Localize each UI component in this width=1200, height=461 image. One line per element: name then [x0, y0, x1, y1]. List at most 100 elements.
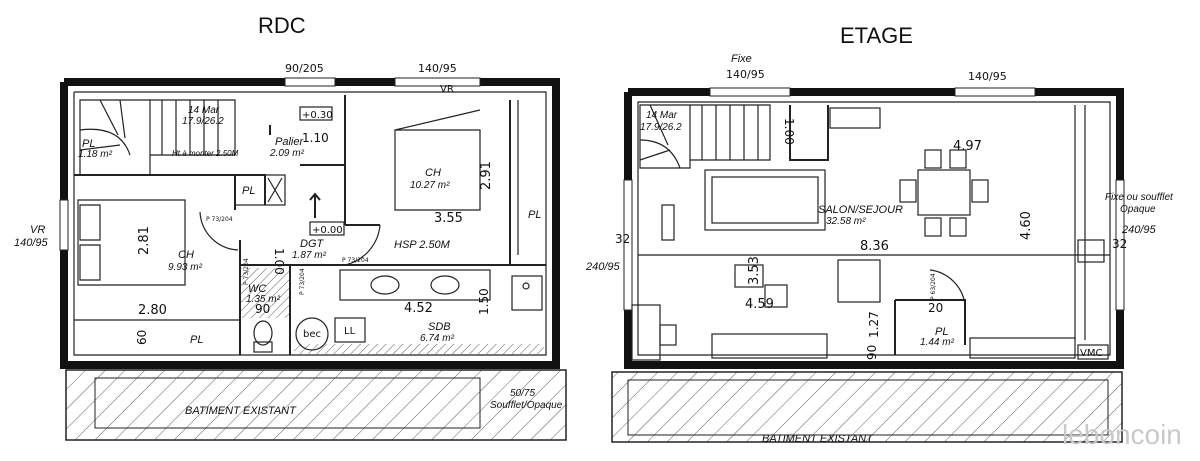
etage-stair-label: 14 Mar — [646, 110, 678, 121]
rdc-closet-wall — [509, 100, 546, 266]
rdc-title: RDC — [258, 13, 306, 38]
etage-vmc-box — [1077, 344, 1109, 360]
rdc-ch2: CH — [178, 249, 194, 261]
etage-dim-459: 4.59 — [745, 297, 774, 312]
etage-dim-836: 8.36 — [860, 239, 889, 254]
rdc-ch1-wall — [300, 95, 380, 226]
rdc-window-top-left-dim: 90/205 — [285, 62, 324, 75]
rdc-sink-1 — [370, 275, 400, 295]
watermark: leboncoin — [1062, 419, 1182, 450]
etage-sofa — [704, 169, 826, 231]
rdc-bec: bec — [303, 329, 321, 340]
rdc-ch1: CH — [425, 167, 441, 179]
rdc-dim-291: 2.91 — [479, 161, 494, 190]
etage-fixe-right: Fixe ou soufflet — [1105, 192, 1174, 203]
etage-fixe: Fixe — [731, 53, 752, 65]
etage-tv-unit — [837, 259, 881, 303]
etage-salon: SALON/SEJOUR — [818, 204, 903, 216]
etage-dim-90: 90 — [865, 345, 879, 360]
rdc-palier-area: 2.09 m² — [269, 148, 305, 159]
etage-dim-32-right: 32 — [1112, 237, 1127, 251]
rdc-soufflet-dim: 50/75 — [510, 388, 535, 399]
etage-window-left-dim: 240/95 — [585, 261, 621, 273]
rdc-bed-2 — [77, 199, 186, 286]
etage-stair-dims: 17.9/26.2 — [640, 122, 682, 133]
rdc-inner-wall-line — [73, 91, 547, 356]
etage-dim-497: 4.97 — [953, 139, 982, 154]
rdc-window-left — [59, 199, 69, 251]
rdc-pl-stair-area: 1.18 m² — [78, 149, 113, 160]
rdc-ll: LL — [344, 326, 356, 337]
etage-window-top-right — [954, 87, 1036, 97]
rdc-dgt-area: 1.87 m² — [292, 250, 327, 261]
etage-vmc: VMC — [1080, 348, 1102, 359]
rdc-level-000: +0.00 — [312, 225, 343, 236]
etage-window-top-left — [709, 87, 791, 97]
etage-dining-table — [899, 149, 989, 237]
etage-bati: BATIMENT EXISTANT — [762, 433, 874, 445]
rdc-dim-90: 90 — [255, 302, 270, 316]
rdc-door-p73-4: P 73/204 — [299, 268, 306, 295]
rdc-pl-ch2: PL — [242, 185, 255, 197]
rdc-soufflet: Soufflet/Opaque — [490, 400, 563, 411]
etage-dim-32-left: 32 — [615, 232, 630, 246]
etage-pl-area: 1.44 m² — [920, 337, 955, 348]
rdc-dim-280: 2.80 — [138, 303, 167, 318]
etage-inner-wall-line — [637, 101, 1111, 356]
etage-plan: ETAGE Fixe 140/95 140/95 14 Mar 17.9/26.… — [585, 23, 1174, 445]
rdc-level-000-box — [309, 221, 345, 236]
rdc-vr-left: VR — [30, 224, 45, 236]
rdc-window-left-dim: 140/95 — [14, 237, 49, 249]
rdc-dim-452: 4.52 — [404, 301, 433, 316]
rdc-arrow — [309, 192, 321, 218]
etage-desk — [631, 304, 661, 361]
rdc-window-top — [394, 77, 481, 87]
rdc-ht-monter: Ht à monter 2.50M — [172, 149, 239, 158]
etage-opaque-right: Opaque — [1120, 204, 1156, 215]
rdc-door-top — [284, 77, 336, 87]
etage-salon-area: 32.58 m² — [826, 216, 866, 227]
etage-title: ETAGE — [840, 23, 913, 48]
etage-door-p63: P 63/204 — [930, 273, 937, 300]
rdc-vr-top: VR — [440, 84, 454, 95]
rdc-door-swing-ch2 — [199, 211, 239, 251]
etage-window-left — [623, 179, 633, 311]
rdc-toilet — [253, 320, 273, 346]
rdc-dim-150: 1.50 — [477, 288, 491, 315]
rdc-door-swing-ch1 — [344, 224, 381, 266]
etage-armchair — [734, 264, 764, 288]
rdc-window-top-right-dim: 140/95 — [418, 62, 457, 75]
rdc-shower — [511, 275, 543, 311]
rdc-sink-2 — [430, 275, 460, 295]
etage-window-top-left-dim: 140/95 — [726, 68, 765, 81]
etage-pl-wall — [894, 299, 966, 355]
etage-side-table — [661, 204, 675, 241]
rdc-wc-area: 1.35 m² — [246, 294, 281, 305]
etage-window-right — [1115, 179, 1125, 311]
rdc-pl-stair: PL — [82, 138, 95, 150]
rdc-palier: Palier — [275, 136, 304, 148]
rdc-outer-wall — [60, 78, 560, 369]
rdc-ch1-area: 10.27 m² — [410, 180, 450, 191]
rdc-pl-ch1: PL — [528, 209, 541, 221]
rdc-dgt: DGT — [300, 238, 325, 250]
etage-door-swing-pl — [929, 269, 966, 306]
etage-window-top-right-dim: 140/95 — [968, 70, 1007, 83]
rdc-wc: WC — [248, 283, 266, 295]
rdc-hsp: HSP 2.50M — [394, 239, 451, 251]
etage-dim-127: 1.27 — [867, 311, 881, 338]
rdc-dim-110: 1.10 — [302, 131, 329, 145]
etage-dim-460: 4.60 — [1019, 211, 1034, 240]
rdc-plan: RDC 14 Mar 17.9/26.2 PL 1.18 m² Ht à mon… — [14, 13, 567, 441]
rdc-level-030-box — [299, 106, 333, 121]
etage-dim-100: 1.00 — [782, 118, 796, 145]
rdc-ch2-area: 9.93 m² — [168, 262, 203, 273]
rdc-pl-bottom: PL — [190, 334, 203, 346]
rdc-staircase — [79, 99, 271, 176]
rdc-sdb: SDB — [428, 321, 451, 333]
etage-bench — [711, 333, 828, 359]
etage-pl: PL — [935, 326, 948, 338]
rdc-vanity — [339, 269, 491, 301]
etage-dim-353: 3.53 — [747, 256, 762, 285]
